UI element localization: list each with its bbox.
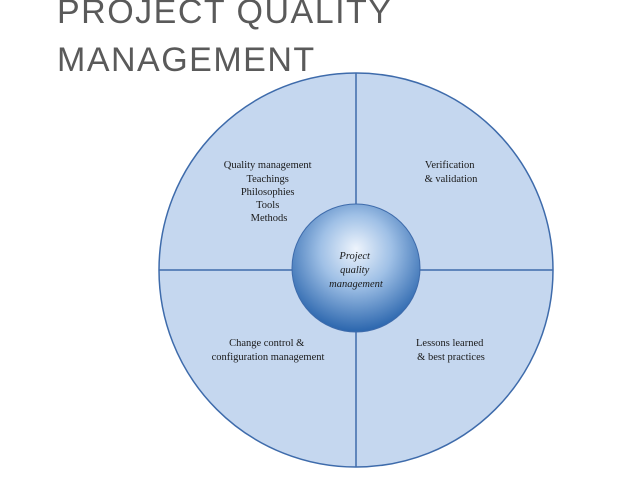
top-right-line-1: Verification bbox=[425, 160, 475, 171]
center-circle bbox=[291, 203, 421, 333]
top-left-line-3: Philosophies bbox=[241, 187, 295, 198]
slide-title-line-1: PROJECT QUALITY bbox=[57, 0, 393, 31]
quadrant-top-left-text: Quality management Teachings Philosophie… bbox=[224, 160, 314, 224]
quadrant-top-right-text: Verification & validation bbox=[425, 160, 479, 185]
top-right-line-2: & validation bbox=[425, 174, 479, 185]
bottom-right-line-1: Lessons learned bbox=[416, 338, 484, 349]
quadrant-bottom-left-text: Change control & configuration managemen… bbox=[212, 338, 325, 363]
bottom-left-line-1: Change control & bbox=[229, 338, 304, 349]
center-label: Project quality management bbox=[329, 251, 384, 290]
bottom-left-line-2: configuration management bbox=[212, 352, 325, 363]
top-left-line-1: Quality management bbox=[224, 160, 312, 171]
quadrant-bottom-right-text: Lessons learned & best practices bbox=[416, 338, 486, 363]
top-left-line-5: Methods bbox=[251, 213, 288, 224]
center-line-2: quality bbox=[340, 265, 370, 276]
bottom-right-line-2: & best practices bbox=[417, 352, 485, 363]
center-line-1: Project bbox=[338, 251, 371, 262]
slide-title-line-2: MANAGEMENT bbox=[57, 41, 316, 79]
slide-title: PROJECT QUALITY MANAGEMENT bbox=[57, 0, 393, 84]
top-left-line-4: Tools bbox=[256, 200, 279, 211]
center-line-3: management bbox=[329, 279, 384, 290]
top-left-line-2: Teachings bbox=[246, 174, 288, 185]
